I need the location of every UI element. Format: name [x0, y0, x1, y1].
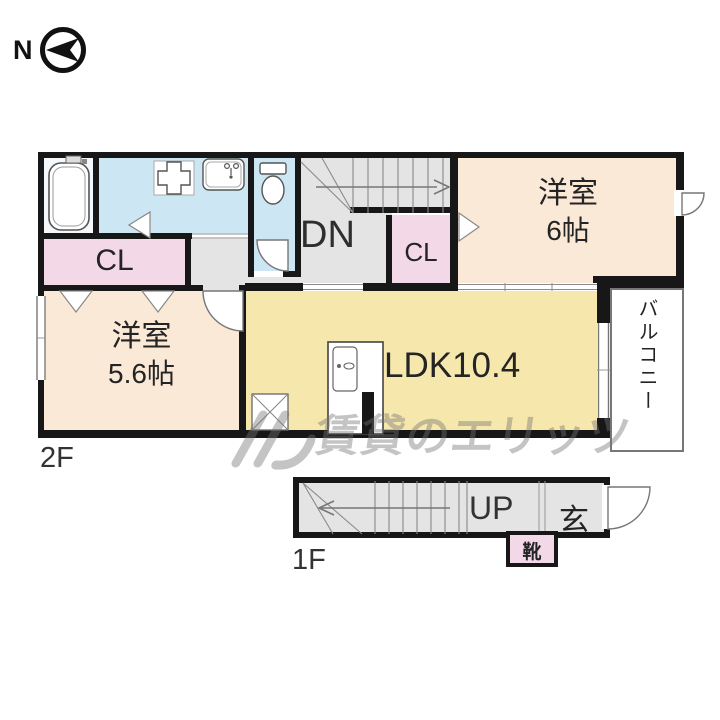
wall-balcony-top [593, 276, 684, 288]
wall-toilet-bottom-stub [283, 271, 301, 277]
watermark: 賃貸のエリッツ [223, 400, 635, 470]
western-room-56-size: 5.6帖 [108, 357, 175, 389]
wall-ldk-top-a [245, 283, 303, 291]
hall-floor-left [190, 233, 252, 291]
watermark-text: 賃貸のエリッツ [312, 412, 635, 461]
western-room-56-label: 洋室 5.6帖 [44, 318, 239, 391]
compass-north-label: N [13, 35, 33, 65]
shoe-box-label: 靴 [522, 542, 542, 563]
wall-closet-right-left [386, 215, 392, 285]
western-room-56-name: 洋室 [111, 320, 172, 353]
ldk-label: LDK10.4 [384, 346, 521, 385]
western-room-6-floor [458, 158, 678, 283]
wall-room56-top [38, 285, 203, 291]
stairs-down-label: DN [300, 214, 355, 256]
wall-washroom-toilet [248, 158, 254, 277]
closet-right-label: CL [404, 237, 438, 267]
closet-left-floor [44, 239, 185, 285]
wall-toilet-stairs [295, 158, 301, 277]
western-room-6-size: 6帖 [546, 214, 590, 246]
western-room-6-label: 洋室 6帖 [458, 175, 678, 248]
wall-ldk-right-a [597, 283, 610, 323]
wall-ldk-top-b [363, 283, 458, 291]
floor1-label: 1F [292, 544, 326, 576]
hall-floor-right [301, 213, 392, 291]
wall-closet-top [38, 233, 250, 239]
wall-2f-bottom [38, 430, 610, 438]
wall-2f-top [38, 152, 684, 158]
compass-ring [40, 27, 86, 73]
wall-2f-left [38, 152, 44, 438]
wall-stairs-bottom [350, 207, 458, 213]
stairs-up-label: UP [469, 490, 514, 526]
toilet-floor [254, 158, 295, 271]
wall-bath-washroom [93, 158, 99, 239]
wall-room6-left [450, 158, 458, 283]
wall-room56-ldk [239, 285, 246, 438]
floor2-label: 2F [40, 442, 74, 474]
wall-closet-right [185, 239, 191, 291]
washroom-floor [99, 158, 248, 233]
room6-exterior-door-arc [681, 192, 705, 216]
balcony-area [610, 288, 684, 452]
bathroom-floor [44, 158, 93, 233]
stairs-2f-floor [301, 158, 450, 213]
balcony-label: バルコニー [635, 298, 657, 413]
closet-right-floor [392, 215, 450, 285]
closet-left-label: CL [95, 244, 134, 277]
shoe-box [506, 531, 558, 567]
entrance-label: 玄 [559, 504, 589, 537]
ldk-floor [245, 290, 610, 430]
entrance-door-arc [607, 486, 651, 530]
watermark-logo-icon [231, 410, 316, 470]
western-room-6-name: 洋室 [538, 177, 598, 210]
wall-2f-right-upper [676, 158, 684, 283]
